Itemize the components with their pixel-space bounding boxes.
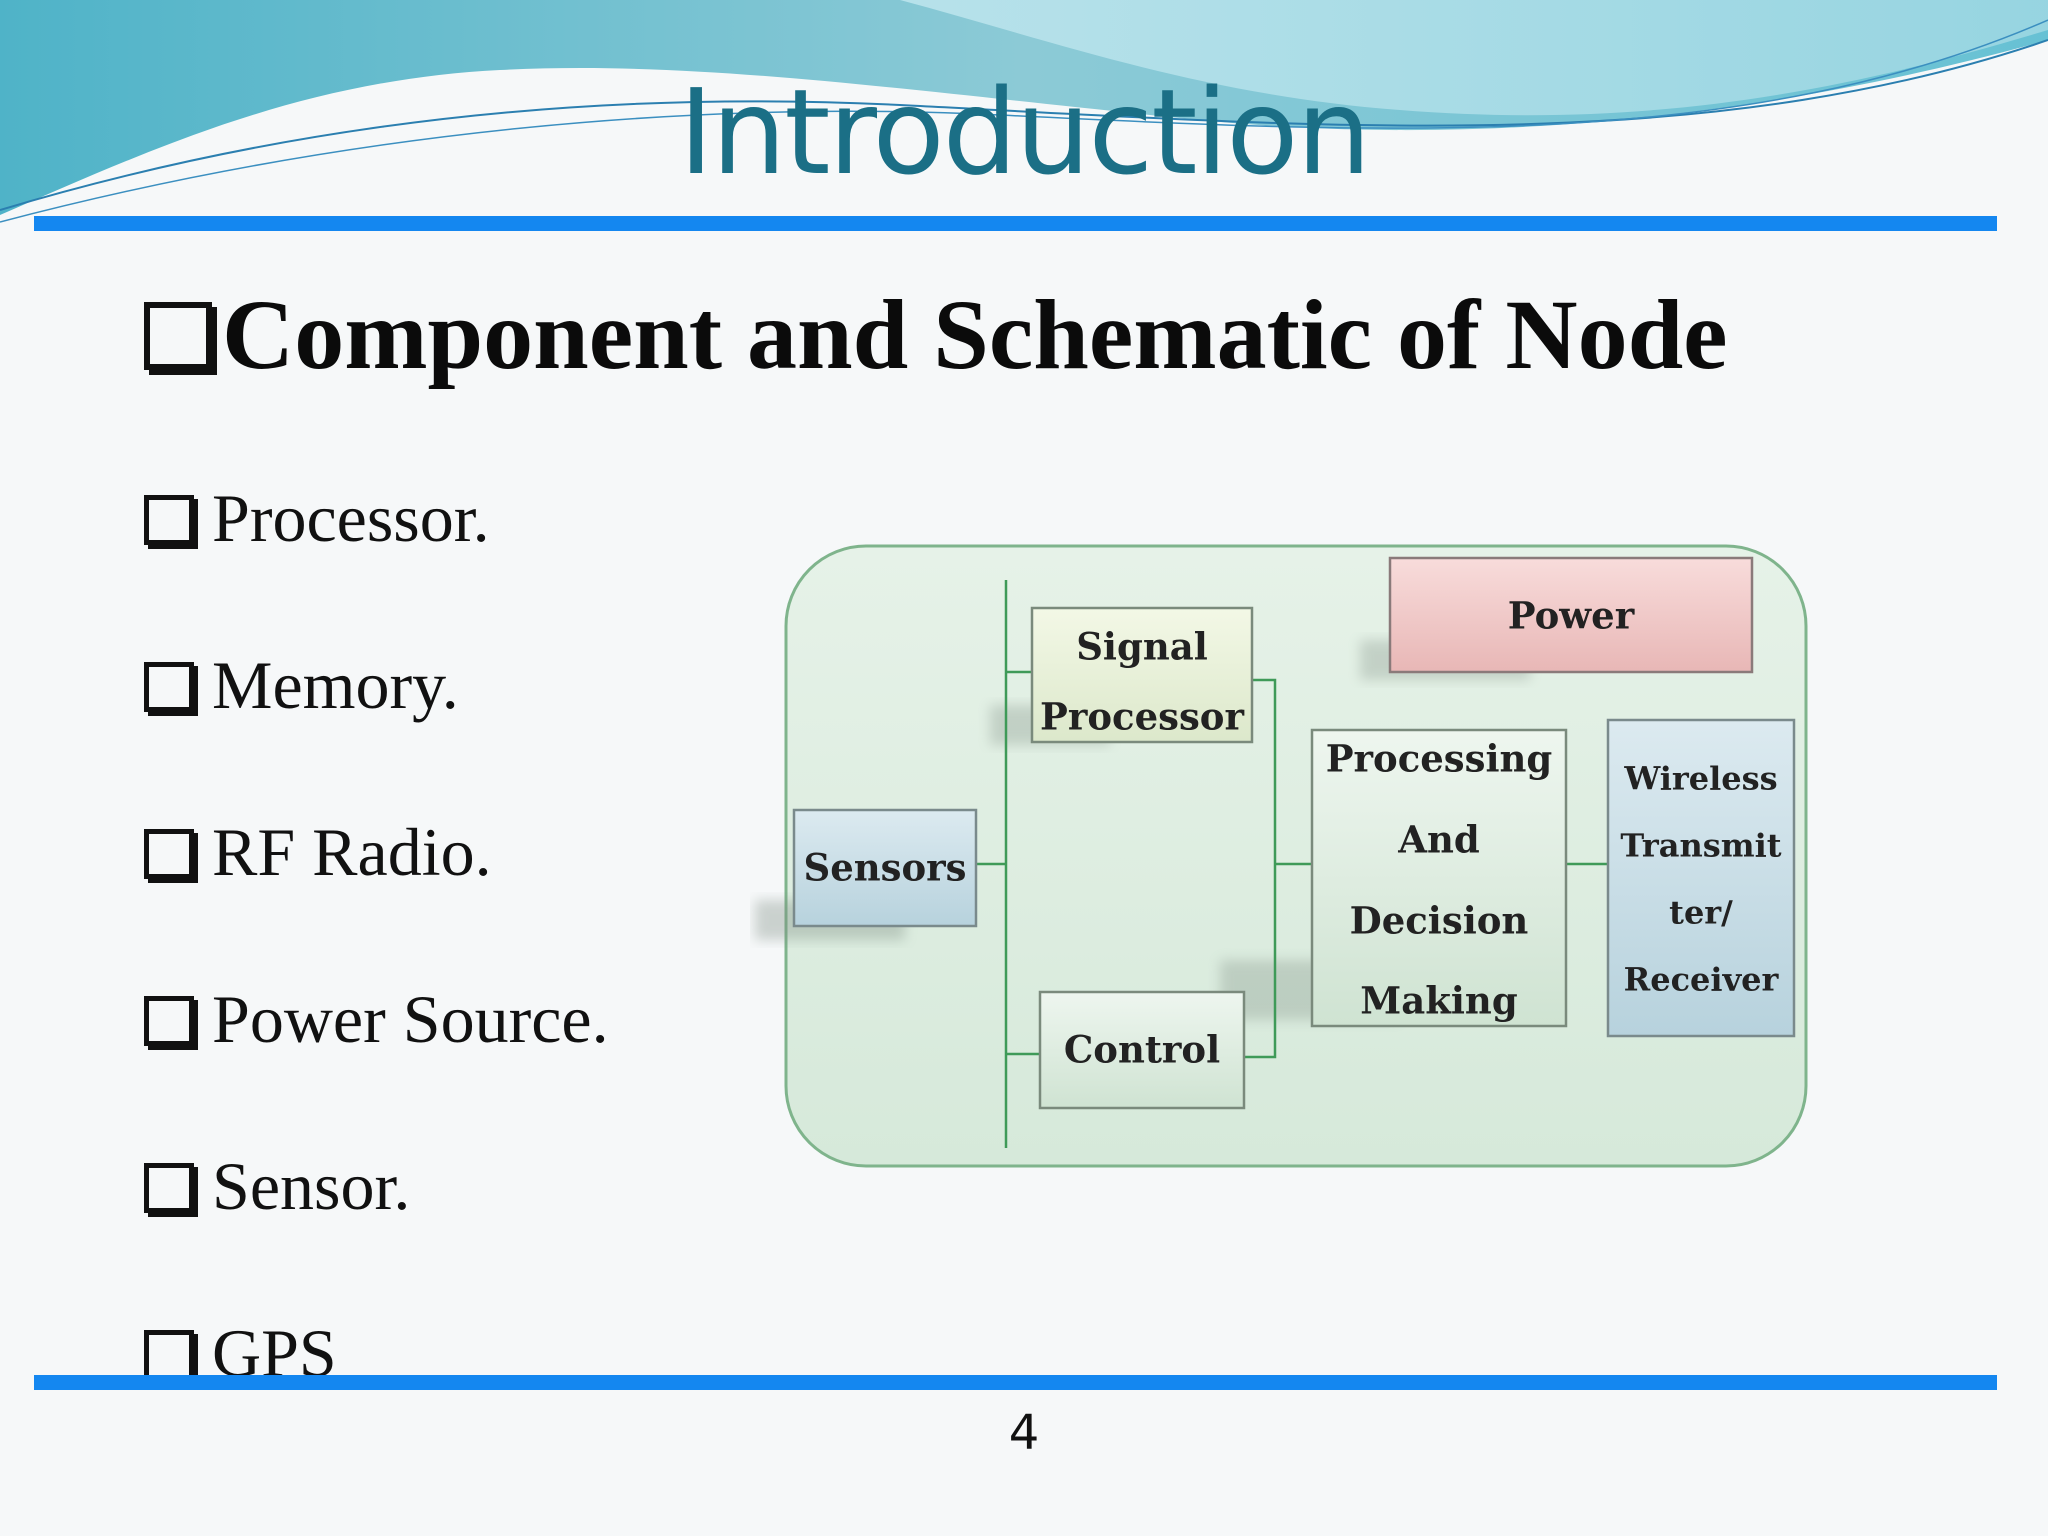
processing-label-line4: Making — [1360, 979, 1517, 1023]
wireless-label-line4: Receiver — [1624, 961, 1780, 999]
checkbox-icon — [144, 829, 194, 879]
bullet-list: Processor. Memory. RF Radio. Power Sourc… — [144, 478, 609, 1480]
power-label: Power — [1508, 594, 1635, 638]
bottom-rule — [34, 1375, 1997, 1390]
sensors-label: Sensors — [804, 846, 967, 890]
processing-label-line2: And — [1397, 818, 1479, 862]
control-block — [1038, 990, 1246, 1110]
checkbox-icon — [144, 1163, 194, 1213]
slide-heading: Component and Schematic of Node — [144, 275, 1728, 395]
checkbox-icon — [144, 1330, 194, 1380]
slide-title: Introduction — [678, 63, 1372, 201]
signal-processor-label-line2: Processor — [1040, 695, 1244, 739]
processing-label-line3: Decision — [1350, 899, 1529, 943]
processing-decision-block — [1310, 728, 1568, 1028]
wireless-transceiver-block — [1606, 718, 1796, 1038]
list-item: Memory. — [144, 645, 609, 812]
wireless-label-line3: ter/ — [1669, 894, 1733, 932]
wireless-label-line1: Wireless — [1623, 760, 1777, 798]
control-label: Control — [1064, 1028, 1220, 1072]
power-block — [1388, 556, 1754, 674]
list-item: Sensor. — [144, 1146, 609, 1313]
checkbox-icon — [144, 662, 194, 712]
list-item: RF Radio. — [144, 812, 609, 979]
page-number: 4 — [1008, 1405, 1040, 1461]
checkbox-icon — [144, 495, 194, 545]
signal-processor-block — [1030, 606, 1254, 744]
top-rule — [34, 216, 1997, 231]
heading-text: Component and Schematic of Node — [222, 279, 1728, 390]
wireless-label-line2: Transmit — [1620, 827, 1781, 865]
connector-lines — [976, 580, 1608, 1148]
sensors-block — [792, 808, 978, 928]
list-item: Power Source. — [144, 979, 609, 1146]
list-item: Processor. — [144, 478, 609, 645]
checkbox-icon — [144, 996, 194, 1046]
signal-processor-label-line1: Signal — [1076, 625, 1208, 669]
header-wave-decoration — [0, 0, 2048, 223]
checkbox-icon — [144, 302, 212, 370]
processing-label-line1: Processing — [1326, 737, 1553, 781]
node-schematic-diagram: Signal Processor Power Sensors Processin… — [755, 544, 1808, 1168]
